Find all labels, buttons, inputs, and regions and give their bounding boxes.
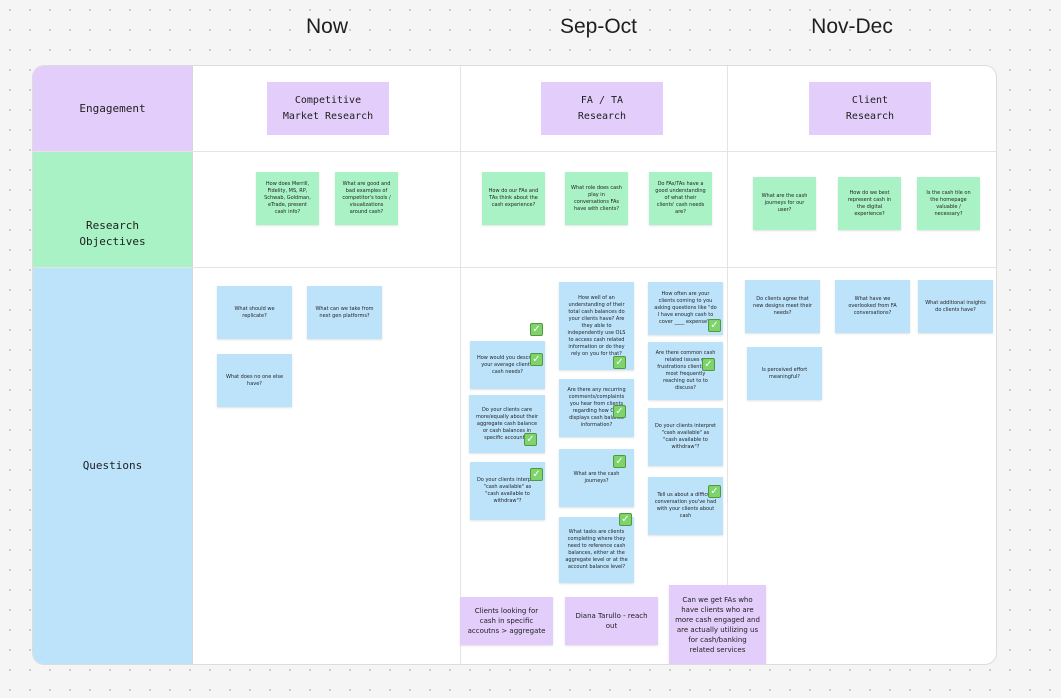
sticky-text: FA / TA Research [577,94,627,122]
checkmark-icon[interactable]: ✓ [524,433,537,446]
sticky-text: Client Research [845,94,895,122]
column-header-nov-dec: Nov-Dec [811,15,893,38]
checkmark-icon[interactable]: ✓ [530,468,543,481]
sticky-text: Are there common cash related issues or … [655,350,716,391]
sticky-text: What role does cash play in conversation… [571,184,622,212]
engagement-competitive-market-research[interactable]: Competitive Market Research [267,82,389,135]
sticky-text: Clients looking for cash in specific acc… [467,607,546,635]
question-sticky[interactable]: What should we replicate? [217,286,292,339]
question-sticky[interactable]: What does no one else have? [217,354,292,407]
sticky-text: What have we overlooked from FA conversa… [848,296,897,316]
row-label-engagement: Engagement [33,66,192,151]
checkmark-icon[interactable]: ✓ [708,319,721,332]
question-sticky[interactable]: Do clients agree that new designs meet t… [745,280,820,333]
sticky-text: How often are your clients coming to you… [654,291,717,325]
sticky-text: Do your clients interpret "cash availabl… [654,423,717,450]
checkmark-icon[interactable]: ✓ [613,356,626,369]
column-divider [192,66,193,664]
column-header-sep-oct: Sep-Oct [559,15,638,38]
note-sticky-clients-cash[interactable]: Clients looking for cash in specific acc… [460,597,553,645]
objective-sticky[interactable]: How does Merrill, Fidelity, MS, RP, Schw… [256,172,319,225]
question-sticky[interactable]: Are there common cash related issues or … [648,342,723,400]
sticky-text: How do we best represent cash in the dig… [847,189,892,217]
column-divider [460,66,461,664]
row-label-questions: Questions [33,267,192,664]
checkmark-icon[interactable]: ✓ [708,485,721,498]
sticky-text: What does no one else have? [225,373,284,387]
question-sticky[interactable]: What tasks are clients completing where … [559,517,634,583]
checkmark-icon[interactable]: ✓ [613,455,626,468]
objective-sticky[interactable]: How do our FAs and TAs think about the c… [482,172,545,225]
question-sticky[interactable]: What can we take from next gen platforms… [307,286,382,339]
sticky-text: What can we take from next gen platforms… [315,305,374,319]
row-divider [33,151,996,152]
board-table: Engagement Research Objectives Questions… [32,65,997,665]
objective-sticky[interactable]: What role does cash play in conversation… [565,172,628,225]
sticky-text: What are good and bad examples of compet… [342,181,391,215]
sticky-text: Do your clients care more/equally about … [475,406,539,441]
engagement-fa-ta-research[interactable]: FA / TA Research [541,82,663,135]
question-sticky[interactable]: What additional insights do clients have… [918,280,993,333]
objective-sticky[interactable]: How do we best represent cash in the dig… [838,177,901,230]
sticky-text: Are there any recurring comments/complai… [567,387,626,428]
column-header-now: Now [305,15,348,38]
sticky-text: What should we replicate? [234,305,275,319]
sticky-text: How does Merrill, Fidelity, MS, RP, Schw… [264,181,311,215]
sticky-text: What additional insights do clients have… [925,299,986,313]
objective-sticky[interactable]: What are good and bad examples of compet… [335,172,398,225]
question-sticky[interactable]: Is perceived effort meaningful? [747,347,822,400]
sticky-text: Competitive Market Research [282,94,374,122]
sticky-text: Do FAs/TAs have a good understanding of … [655,181,706,215]
note-sticky-cash-engaged-fas[interactable]: Can we get FAs who have clients who are … [669,585,766,664]
objective-sticky[interactable]: Do FAs/TAs have a good understanding of … [649,172,712,225]
sticky-text: Do clients agree that new designs meet t… [753,296,812,316]
question-sticky[interactable]: Do your clients care more/equally about … [469,395,545,453]
question-sticky[interactable]: What have we overlooked from FA conversa… [835,280,910,333]
row-label-research-objectives: Research Objectives [33,151,192,267]
sticky-text: How well of an understanding of their to… [567,294,626,357]
sticky-text: What tasks are clients completing where … [565,529,628,570]
row-divider [33,267,996,268]
sticky-text: Do your clients interpret "cash availabl… [476,477,539,504]
sticky-text: Tell us about a difficult conversation y… [654,492,717,519]
note-sticky-diana-tarullo[interactable]: Diana Tarullo - reach out [565,597,658,645]
sticky-text: Can we get FAs who have clients who are … [675,595,760,654]
objective-sticky[interactable]: What are the cash journeys for our user? [753,177,816,230]
engagement-client-research[interactable]: Client Research [809,82,931,135]
column-divider [727,66,728,664]
question-sticky[interactable]: How well of an understanding of their to… [559,282,634,370]
checkmark-icon[interactable]: ✓ [530,353,543,366]
checkmark-icon[interactable]: ✓ [530,323,543,336]
sticky-text: What are the cash journeys? [573,471,620,484]
question-sticky[interactable]: Do your clients interpret "cash availabl… [470,462,545,520]
sticky-text: Diana Tarullo - reach out [575,612,648,630]
sticky-text: Is perceived effort meaningful? [761,366,808,380]
checkmark-icon[interactable]: ✓ [613,405,626,418]
checkmark-icon[interactable]: ✓ [702,358,715,371]
question-sticky[interactable]: Do your clients interpret "cash availabl… [648,408,723,466]
sticky-text: How would you describe your average clie… [476,354,539,375]
objective-sticky[interactable]: Is the cash tile on the homepage valuabl… [917,177,980,230]
sticky-text: What are the cash journeys for our user? [761,193,808,213]
sticky-text: Is the cash tile on the homepage valuabl… [926,189,971,217]
checkmark-icon[interactable]: ✓ [619,513,632,526]
sticky-text: How do our FAs and TAs think about the c… [488,188,539,208]
